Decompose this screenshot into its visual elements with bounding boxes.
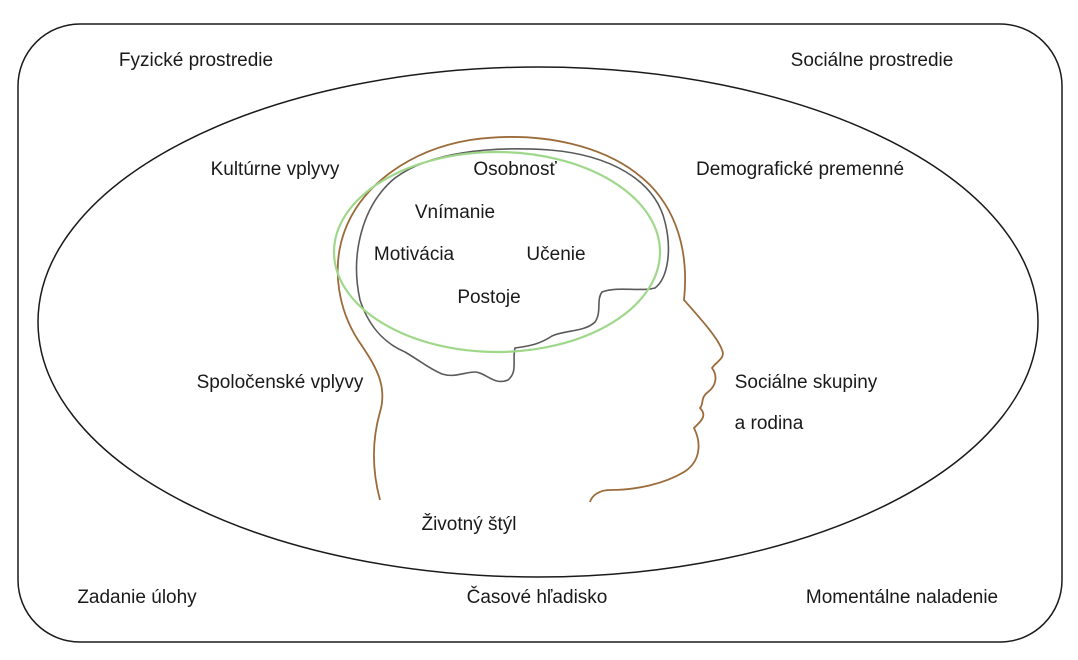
label-societal-influences: Spoločenské vplyvy xyxy=(197,372,364,393)
label-cultural-influences: Kultúrne vplyvy xyxy=(211,159,340,180)
highlight-ellipse xyxy=(332,150,662,354)
outer-frame xyxy=(17,23,1063,643)
brain-outline xyxy=(355,148,670,383)
label-current-mood: Momentálne naladenie xyxy=(806,587,998,608)
head-outline xyxy=(336,136,724,503)
label-social-groups: Sociálne skupiny xyxy=(735,372,878,393)
label-task-assignment: Zadanie úlohy xyxy=(77,587,197,608)
label-physical-environment: Fyzické prostredie xyxy=(119,50,273,71)
inner-ellipse xyxy=(37,66,1039,578)
label-time-aspect: Časové hľadisko xyxy=(467,586,608,608)
label-family: a rodina xyxy=(735,413,804,434)
label-personality: Osobnosť xyxy=(473,159,557,180)
label-demographic-variables: Demografické premenné xyxy=(696,159,904,180)
label-motivation: Motivácia xyxy=(374,244,455,265)
label-attitudes: Postoje xyxy=(457,287,520,308)
label-learning: Učenie xyxy=(526,244,585,265)
label-social-environment: Sociálne prostredie xyxy=(791,50,954,71)
label-perception: Vnímanie xyxy=(415,202,495,223)
label-lifestyle: Životný štýl xyxy=(421,513,516,535)
